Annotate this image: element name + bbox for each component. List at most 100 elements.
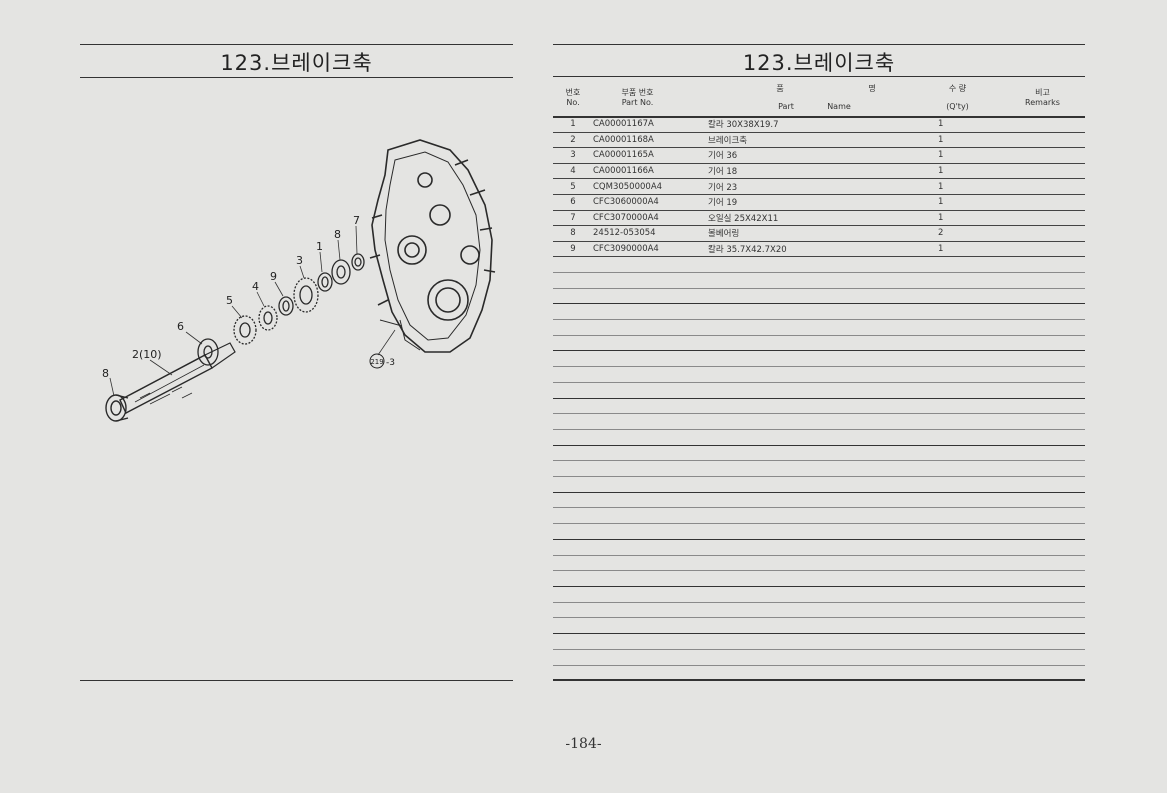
right-title-top-rule [553,44,1085,45]
row-qty: 1 [938,147,1018,164]
row-qty: 1 [938,132,1018,149]
header-name-en-1: Part [778,102,794,111]
row-no: 6 [553,194,593,211]
header-name-ko-2: 명 [868,84,876,93]
row-name: 오일실 25X42X11 [708,210,938,227]
row-qty: 1 [938,178,1018,195]
header-part-no-ko: 부품 번호 [621,88,654,97]
header-no-en: No. [566,98,580,107]
blank-row-line [553,476,1085,477]
gear-23 [233,315,257,345]
blank-row-line [553,633,1085,634]
left-title-top-rule [80,44,513,45]
ball-bearing-left [105,394,129,422]
header-no: 번호 No. [556,88,590,108]
table-row: 7 CFC3070000A4 오일실 25X42X11 1 [553,210,1085,227]
row-qty: 1 [938,210,1018,227]
blank-row-line [553,665,1085,666]
reference-219-3: 219 -3 [369,353,395,369]
table-row: 4 CA00001166A 기어 18 1 [553,163,1085,180]
row-part-no: CA00001168A [593,132,708,149]
blank-row-line [553,460,1085,461]
row-remarks [1018,241,1085,258]
callout-leaders [109,225,396,397]
gear-case-housing [369,139,496,353]
blank-row-line [553,303,1085,304]
parts-table: 1 CA00001167A 칼라 30X38X19.7 1 2 CA000011… [553,117,1085,258]
row-no: 7 [553,210,593,227]
blank-row-line [553,570,1085,571]
header-remarks-en: Remarks [1025,98,1060,107]
row-no: 4 [553,163,593,180]
row-part-no: CFC3060000A4 [593,194,708,211]
row-part-no: CA00001165A [593,147,708,164]
header-name-ko-1: 품 [776,84,784,93]
callout-6: 6 [177,320,184,333]
ball-bearing-right [331,259,351,285]
left-bottom-rule [80,680,513,681]
blank-row-line [553,382,1085,383]
blank-row-line [553,413,1085,414]
row-name: 볼베어링 [708,225,938,242]
row-name: 기어 23 [708,178,938,195]
table-row: 8 24512-053054 볼베어링 2 [553,225,1085,242]
reference-circle-number: 219 [370,358,383,366]
blank-row-line [553,272,1085,273]
callout-2-10: 2(10) [132,348,162,361]
row-name: 칼라 35.7X42.7X20 [708,241,938,258]
callout-labels: 8 2(10) 6 5 4 9 3 1 8 7 [102,214,360,380]
blank-row-line [553,649,1085,650]
table-row: 9 CFC3090000A4 칼라 35.7X42.7X20 1 [553,241,1085,258]
gear-36 [293,277,319,313]
callout-8-right: 8 [334,228,341,241]
row-qty: 2 [938,225,1018,242]
callout-1: 1 [316,240,323,253]
blank-row-line [553,445,1085,446]
callout-7: 7 [353,214,360,227]
row-part-no: CFC3090000A4 [593,241,708,258]
row-no: 3 [553,147,593,164]
row-qty: 1 [938,241,1018,258]
row-remarks [1018,117,1085,133]
gear-18 [258,305,278,331]
collar-9 [278,296,294,316]
row-part-no: CFC3070000A4 [593,210,708,227]
header-part-no-en: Part No. [621,98,654,107]
row-remarks [1018,225,1085,242]
right-bottom-rule [553,679,1085,681]
row-no: 9 [553,241,593,258]
callout-3: 3 [296,254,303,267]
exploded-parts-diagram: 8 2(10) 6 5 4 9 3 1 8 7 219 -3 [102,139,496,422]
reference-suffix: -3 [386,358,395,368]
row-remarks [1018,194,1085,211]
blank-row-line [553,398,1085,399]
callout-5: 5 [226,294,233,307]
row-part-no: CQM3050000A4 [593,178,708,195]
row-no: 8 [553,225,593,242]
blank-row-line [553,507,1085,508]
right-title-bottom-rule [553,76,1085,77]
table-row: 5 CQM3050000A4 기어 23 1 [553,178,1085,195]
row-name: 기어 36 [708,147,938,164]
blank-row-line [553,366,1085,367]
blank-row-line [553,429,1085,430]
blank-row-line [553,555,1085,556]
header-qty-ko: 수 량 [948,84,967,93]
blank-row-line [553,617,1085,618]
row-name: 기어 19 [708,194,938,211]
callout-4: 4 [252,280,259,293]
blank-row-line [553,523,1085,524]
blank-row-line [553,350,1085,351]
row-name: 칼라 30X38X19.7 [708,117,938,133]
row-qty: 1 [938,117,1018,133]
callout-9: 9 [270,270,277,283]
blank-row-line [553,288,1085,289]
header-remarks-ko: 비고 [1035,88,1050,97]
header-name-en-2: Name [827,102,851,111]
row-part-no: CA00001166A [593,163,708,180]
gear-19 [197,338,219,366]
header-no-ko: 번호 [565,88,581,97]
collar-1 [317,272,333,292]
blank-row-line [553,602,1085,603]
